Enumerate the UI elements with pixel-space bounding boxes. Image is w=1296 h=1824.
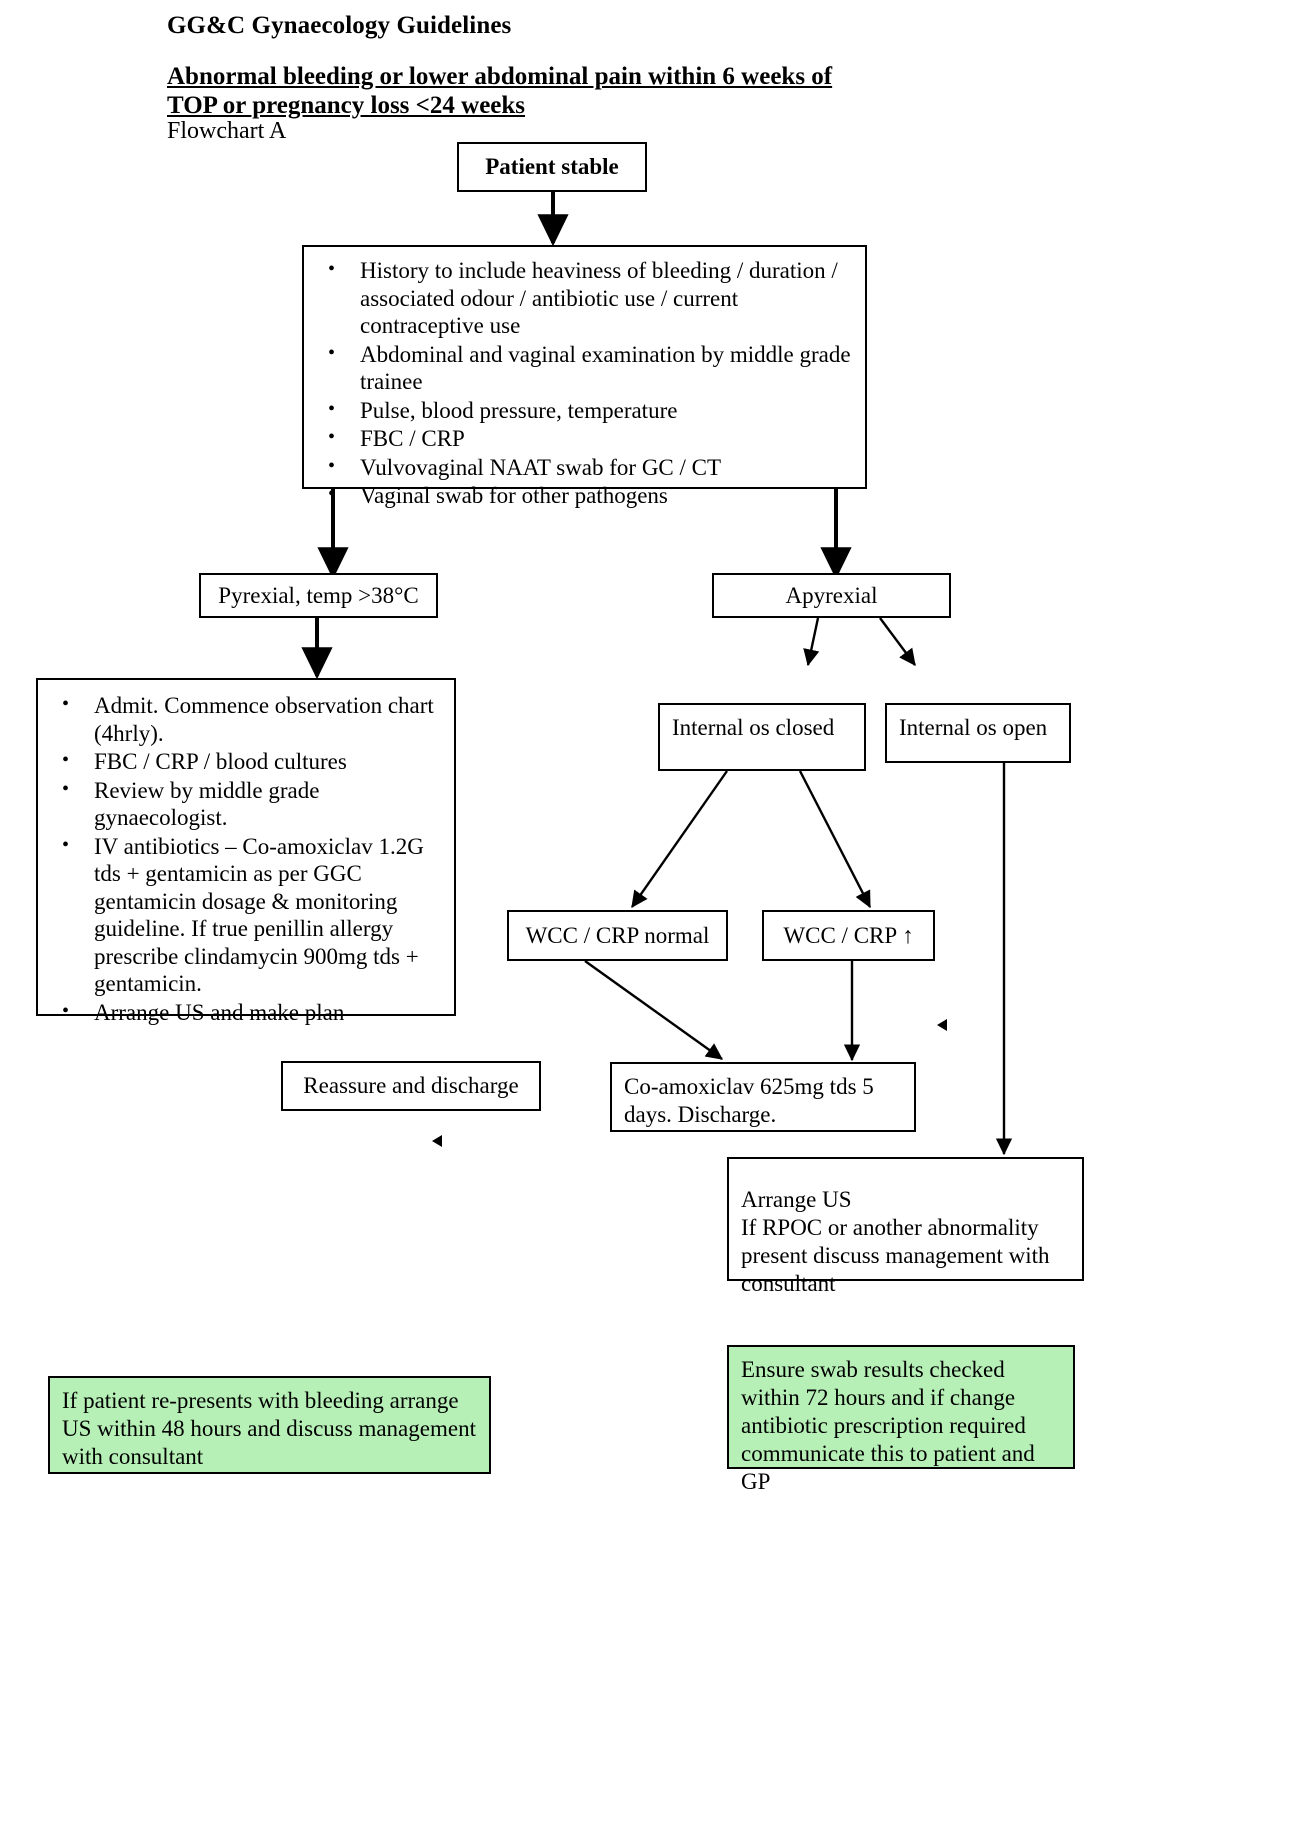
node-apyrexial: Apyrexial	[712, 573, 951, 618]
node-reassure-discharge: Reassure and discharge	[281, 1061, 541, 1111]
node-arrange-us-label: Arrange US If RPOC or another abnormalit…	[741, 1187, 1050, 1296]
flowchart-label: Flowchart A	[167, 118, 287, 144]
node-apyrexial-label: Apyrexial	[785, 582, 878, 608]
node-internal-os-open: Internal os open	[885, 703, 1071, 763]
list-item: Abdominal and vaginal examination by mid…	[328, 340, 857, 396]
node-wcc-crp-normal-label: WCC / CRP normal	[525, 922, 710, 948]
list-item: Admit. Commence observation chart (4hrly…	[62, 691, 446, 747]
list-item: Pulse, blood pressure, temperature	[328, 396, 857, 425]
footnote-right-label: Ensure swab results checked within 72 ho…	[741, 1357, 1035, 1494]
footnote-left: If patient re-presents with bleeding arr…	[48, 1376, 491, 1474]
node-wcc-crp-raised-label: WCC / CRP ↑	[783, 922, 914, 948]
assessment-list: History to include heaviness of bleeding…	[304, 256, 865, 510]
node-oral-coamoxiclav: Co-amoxiclav 625mg tds 5 days. Discharge…	[610, 1062, 916, 1132]
list-item: Vaginal swab for other pathogens	[328, 481, 857, 510]
node-patient-stable-label: Patient stable	[485, 154, 619, 179]
node-pyrexial: Pyrexial, temp >38°C	[199, 573, 438, 618]
list-item: Review by middle grade gynaecologist.	[62, 776, 446, 832]
node-internal-os-closed: Internal os closed	[658, 703, 866, 771]
node-internal-os-open-label: Internal os open	[899, 715, 1048, 740]
node-patient-stable: Patient stable	[457, 142, 647, 192]
node-wcc-crp-raised: WCC / CRP ↑	[762, 910, 935, 961]
list-item: History to include heaviness of bleeding…	[328, 256, 857, 340]
node-internal-os-closed-label: Internal os closed	[672, 715, 835, 740]
footnote-right: Ensure swab results checked within 72 ho…	[727, 1345, 1075, 1494]
node-pyrexial-label: Pyrexial, temp >38°C	[218, 582, 419, 608]
node-admit-management: Admit. Commence observation chart (4hrly…	[36, 678, 456, 1025]
list-item: Vulvovaginal NAAT swab for GC / CT	[328, 453, 857, 482]
node-initial-assessment: History to include heaviness of bleeding…	[302, 245, 867, 508]
node-oral-coamoxiclav-label: Co-amoxiclav 625mg tds 5 days. Discharge…	[624, 1074, 874, 1127]
list-item: FBC / CRP / blood cultures	[62, 747, 446, 776]
list-item: IV antibiotics – Co-amoxiclav 1.2G tds +…	[62, 832, 446, 998]
document-title: Abnormal bleeding or lower abdominal pai…	[167, 63, 833, 119]
node-reassure-discharge-label: Reassure and discharge	[303, 1073, 519, 1098]
node-wcc-crp-normal: WCC / CRP normal	[507, 910, 728, 961]
page-title: GG&C Gynaecology Guidelines	[167, 12, 512, 39]
footnote-left-label: If patient re-presents with bleeding arr…	[62, 1388, 476, 1469]
list-item: Arrange US and make plan	[62, 998, 446, 1027]
admit-list: Admit. Commence observation chart (4hrly…	[38, 691, 454, 1027]
node-arrange-us: Arrange US If RPOC or another abnormalit…	[727, 1157, 1084, 1296]
list-item: FBC / CRP	[328, 424, 857, 453]
